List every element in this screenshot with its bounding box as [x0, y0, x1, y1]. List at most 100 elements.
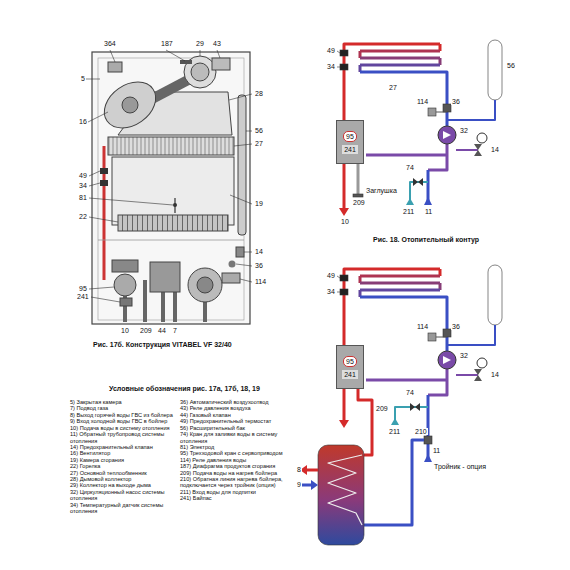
figure-caption: Рис. 17б. Конструкция VITABEL VF 32/40 — [92, 341, 233, 348]
tee-fitting — [424, 436, 432, 444]
tank-coil — [328, 455, 362, 525]
heat-exchanger-coil — [360, 275, 440, 278]
callout-number: 8 — [296, 466, 302, 473]
pump-pipe — [428, 369, 447, 395]
heat-exchanger — [108, 137, 234, 155]
callout-number: 241 — [342, 145, 358, 154]
callout-label: Заглушка — [365, 187, 398, 194]
callout-number: 95 — [78, 285, 88, 292]
temperature-sensor — [340, 64, 348, 70]
heat-exchanger-coil — [360, 43, 440, 46]
leader-lines — [89, 287, 114, 289]
safety-thermostat — [340, 50, 348, 56]
callout-number: 29 — [195, 40, 205, 47]
temperature-sensor — [340, 289, 348, 295]
leader-lines — [234, 144, 252, 146]
fan — [96, 73, 165, 138]
callout-number: 209 — [352, 199, 366, 206]
legend-item: 11) Обратный трубопровод системы отоплен… — [70, 431, 176, 444]
callout-number: 211 — [388, 428, 401, 435]
bottom-pipes — [143, 280, 147, 322]
separator — [98, 240, 244, 241]
callout-number: 210 — [414, 428, 428, 435]
callout-number: 49 — [326, 272, 336, 279]
leader-lines — [229, 94, 252, 100]
callout-number: 74 — [405, 164, 415, 171]
legend-item: 49) Предохранительный термостат — [180, 418, 288, 424]
leader-line — [337, 276, 340, 278]
boiler-return-pipe — [364, 440, 424, 525]
hot-water-pipe — [306, 469, 318, 472]
legend-item: 14) Предохранительный клапан — [70, 444, 176, 450]
legend-item: 29) Коллектор на выходе дыма — [70, 482, 176, 488]
callout-number: 5 — [80, 75, 86, 82]
legend-item: 7) Подвод газа — [70, 405, 176, 411]
leader-lines — [89, 171, 100, 176]
fill-tap — [418, 178, 423, 186]
expansion-tank — [488, 265, 502, 325]
fill-tap — [413, 178, 418, 186]
boiler-supply-pipe — [358, 389, 372, 455]
legend-title: Условные обозначения рис. 17а, 17б, 18, … — [108, 385, 261, 392]
callout-number: 14 — [490, 371, 500, 378]
bottom-pipes — [173, 292, 177, 322]
boiler-drawing — [86, 50, 252, 324]
safety-thermostat — [100, 168, 108, 174]
leader-lines — [86, 79, 100, 80]
burner — [118, 215, 228, 231]
safety-valve — [474, 144, 482, 150]
callout-number: 22 — [78, 213, 88, 220]
callout-number: 9 — [296, 481, 302, 488]
heat-exchanger-coil — [360, 64, 440, 67]
bottom-pipes — [203, 302, 207, 322]
supply-pipe — [103, 146, 106, 280]
callout-number: 16 — [78, 118, 88, 125]
leader-line — [337, 51, 340, 53]
callout-number: 187 — [160, 40, 174, 47]
fill-tap — [410, 403, 415, 411]
callout-number: 34 — [78, 182, 88, 189]
heat-exchanger-coil — [360, 71, 440, 74]
callout-number: 27 — [254, 140, 264, 147]
legend-item: 22) Горелка — [70, 463, 176, 469]
leader-lines — [217, 50, 220, 58]
bypass — [120, 298, 132, 306]
return-pipe — [440, 297, 447, 351]
bottom-pipes — [161, 292, 165, 322]
safety-valve — [474, 150, 482, 156]
callout-number: 19 — [254, 200, 264, 207]
legend-item: 8) Выход горячей воды ГВС из бойлера — [70, 412, 176, 418]
callout-number: 81 — [78, 194, 88, 201]
leader-lines — [230, 195, 252, 204]
callout-number: 28 — [254, 90, 264, 97]
flow-arrow — [424, 454, 432, 462]
leader-line — [337, 292, 340, 293]
callout-number: 56 — [254, 127, 264, 134]
manometer — [477, 133, 487, 143]
legend-item: 241) Байпас — [180, 495, 288, 501]
legend-item: 56) Расширительный бак — [180, 425, 288, 431]
callout-number: 11 — [424, 208, 433, 215]
heat-exchanger-coil — [360, 268, 440, 271]
figure-caption: Рис. 18. Отопительный контур — [372, 236, 480, 243]
legend-item: 34) Температурный датчик системы отоплен… — [70, 502, 176, 515]
callout-number: 95 — [343, 356, 357, 367]
gas-valve — [150, 262, 180, 292]
leader-lines — [200, 50, 201, 56]
flow-arrow — [424, 197, 432, 205]
safety-valve — [474, 369, 482, 375]
bypass-pipe — [366, 379, 447, 382]
fill-tap — [415, 403, 420, 411]
callout-number: 241 — [342, 370, 358, 379]
callout-number: 114 — [254, 278, 267, 285]
diaphragm — [180, 60, 192, 64]
vent-part — [108, 62, 122, 72]
callout-number: 36 — [451, 323, 461, 330]
valve-motor — [112, 260, 138, 272]
supply-pipe — [343, 164, 346, 208]
supply-pipe — [343, 389, 346, 420]
legend-column: 5) Закрытая камера7) Подвод газа8) Выход… — [70, 399, 176, 515]
legend-item: 211) Вход воды для подпитки — [180, 489, 288, 495]
flow-arrow — [406, 198, 414, 205]
cold-water-pipe — [302, 484, 312, 487]
